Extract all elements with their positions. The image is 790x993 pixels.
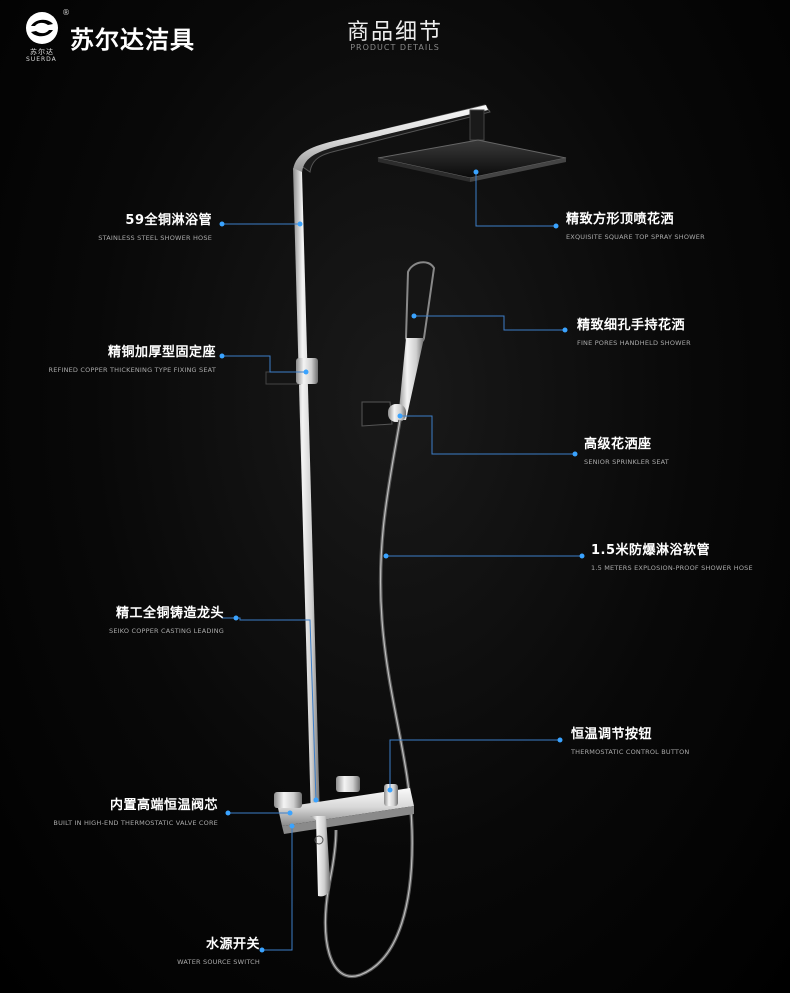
page-title: 商品细节 <box>346 20 443 45</box>
feature-cn: 精铜加厚型固定座 <box>107 345 216 360</box>
feature-handheld-shower: 精致细孔手持花洒 FINE PORES HANDHELD SHOWER <box>577 314 691 347</box>
feature-en: EXQUISITE SQUARE TOP SPRAY SHOWER <box>566 233 705 241</box>
feature-fixing-seat: 精铜加厚型固定座 REFINED COPPER THICKENING TYPE … <box>48 341 216 374</box>
feature-cn: 水源开关 <box>205 937 260 952</box>
feature-en: 1.5 METERS EXPLOSION-PROOF SHOWER HOSE <box>591 564 753 572</box>
feature-shower-pipe: 59全铜淋浴管 STAINLESS STEEL SHOWER HOSE <box>98 209 212 242</box>
suerda-logo-icon <box>26 12 58 44</box>
feature-cn: 高级花洒座 <box>584 437 652 452</box>
feature-en: WATER SOURCE SWITCH <box>177 958 260 966</box>
feature-cn: 恒温调节按钮 <box>571 727 653 742</box>
feature-control-button: 恒温调节按钮 THERMOSTATIC CONTROL BUTTON <box>571 723 689 756</box>
feature-en: FINE PORES HANDHELD SHOWER <box>577 339 691 347</box>
logo-cn-small: 苏尔达 <box>30 48 54 56</box>
feature-water-switch: 水源开关 WATER SOURCE SWITCH <box>177 933 260 966</box>
brand-logo[interactable]: ® 苏尔达 SUERDA 苏尔达洁具 <box>22 8 222 63</box>
feature-en: REFINED COPPER THICKENING TYPE FIXING SE… <box>48 366 216 374</box>
feature-en: STAINLESS STEEL SHOWER HOSE <box>98 234 212 242</box>
feature-cn: 1.5米防爆淋浴软管 <box>591 543 711 558</box>
feature-cn: 精工全铜铸造龙头 <box>115 606 224 621</box>
feature-top-shower: 精致方形顶喷花洒 EXQUISITE SQUARE TOP SPRAY SHOW… <box>566 208 705 241</box>
feature-cn: 精致细孔手持花洒 <box>577 318 686 333</box>
feature-en: BUILT IN HIGH-END THERMOSTATIC VALVE COR… <box>53 819 218 827</box>
feature-shower-hose: 1.5米防爆淋浴软管 1.5 METERS EXPLOSION-PROOF SH… <box>591 539 753 572</box>
feature-en: SEIKO COPPER CASTING LEADING <box>109 627 224 635</box>
feature-sprinkler-seat: 高级花洒座 SENIOR SPRINKLER SEAT <box>584 433 669 466</box>
feature-cn: 精致方形顶喷花洒 <box>566 212 675 227</box>
feature-copper-faucet: 精工全铜铸造龙头 SEIKO COPPER CASTING LEADING <box>109 602 224 635</box>
feature-en: SENIOR SPRINKLER SEAT <box>584 458 669 466</box>
registered-mark: ® <box>62 8 70 17</box>
feature-valve-core: 内置高端恒温阀芯 BUILT IN HIGH-END THERMOSTATIC … <box>53 794 218 827</box>
feature-cn: 内置高端恒温阀芯 <box>109 798 218 813</box>
logo-en: SUERDA <box>26 56 57 63</box>
page-subtitle: PRODUCT DETAILS <box>350 43 440 52</box>
feature-cn: 59全铜淋浴管 <box>125 213 212 228</box>
feature-en: THERMOSTATIC CONTROL BUTTON <box>571 748 690 756</box>
brand-name: 苏尔达洁具 <box>70 26 195 54</box>
